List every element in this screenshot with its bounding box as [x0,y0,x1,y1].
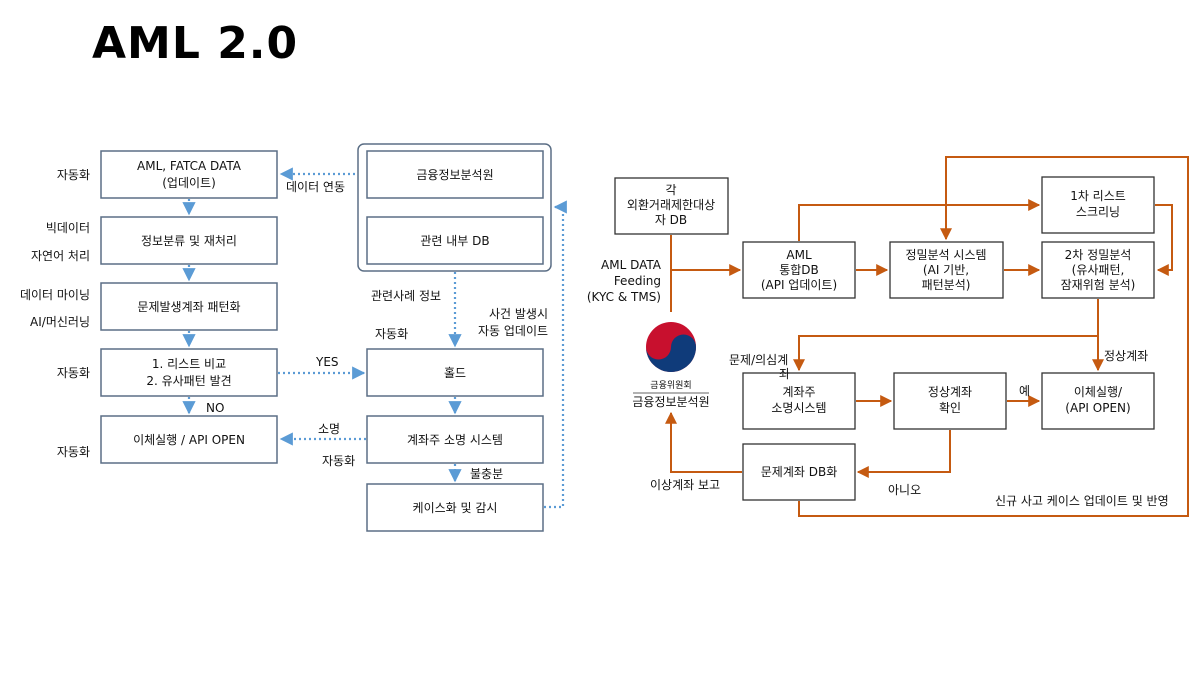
edge-label: 이상계좌 보고 [650,478,720,492]
side-label: 데이터 마이닝 [20,288,90,302]
box-text: 소명시스템 [771,401,826,415]
side-label: 자연어 처리 [31,249,90,263]
edge-label: 자동화 [375,327,408,341]
box-text: (유사패턴, [1072,263,1125,277]
box-text: 자 DB [655,213,687,227]
box-case-monitoring: 케이스화 및 감시 [366,483,544,532]
box-text: 정밀분석 시스템 [905,248,986,262]
side-label: 빅데이터 [46,221,90,235]
box-text: 2. 유사패턴 발견 [146,374,231,388]
edge-label: 사건 발생시 [489,307,548,321]
left-flow: AML, FATCA DATA (업데이트) 정보분류 및 재처리 문제발생계좌… [20,143,567,532]
box-text: 각 [665,183,676,197]
box-list-compare: 1. 리스트 비교 2. 유사패턴 발견 [100,348,278,397]
box-problem-account-pattern: 문제발생계좌 패턴화 [100,282,278,331]
arrow-no-problem-db [856,430,951,478]
edge-label: 자동화 [322,454,355,468]
box-text: 이체실행/ [1074,384,1123,399]
box-transfer-execution: 이체실행/ (API OPEN) [1041,372,1155,430]
arrow-aml-to-first-list [798,199,1041,241]
box-text: 홀드 [444,366,466,380]
arrow-report-abnormal [665,411,742,473]
right-flow: 각 외환거래제한대상 자 DB AML 통합DB (API 업데이트) 정밀분석… [587,156,1189,517]
box-text: 1. 리스트 비교 [152,357,226,371]
edge-label: 정상계좌 [1104,349,1148,363]
box-text: 문제발생계좌 패턴화 [137,300,240,314]
edge-label: 소명 [318,422,340,436]
fiu-logo: 금융위원회 금융정보분석원 [632,322,710,409]
box-text: AML, FATCA DATA [137,159,242,173]
box-problem-account-db: 문제계좌 DB화 [742,443,856,501]
arrow-first-to-second [1155,204,1173,276]
logo-org-small: 금융위원회 [650,380,691,391]
box-first-list-screening: 1차 리스트 스크리닝 [1041,176,1155,234]
box-forex-restricted-db: 각 외환거래제한대상 자 DB [614,177,729,235]
box-text: (업데이트) [162,176,216,190]
box-hold: 홀드 [366,348,544,397]
box-text: 잠재위험 분석) [1061,278,1136,292]
edge-label: 문제/의심계 [729,353,788,367]
edge-label: 신규 사고 케이스 업데이트 및 반영 [995,494,1169,508]
box-fiu: 금융정보분석원 [366,150,544,199]
side-label: AI/머신러닝 [30,315,90,329]
edge-label: Feeding [614,274,661,288]
taegeuk-icon [646,322,696,372]
arrow-event-update [544,200,567,509]
box-aml-integrated-db: AML 통합DB (API 업데이트) [742,241,856,299]
box-text: AML [786,248,812,262]
edge-label: YES [315,355,339,369]
box-text: (AI 기반, [923,263,969,277]
fiu-group-frame [357,143,552,272]
box-text: 계좌주 [782,385,815,399]
box-transfer-api-open: 이체실행 / API OPEN [100,415,278,464]
box-classify-reprocess: 정보분류 및 재처리 [100,216,278,265]
side-label: 자동화 [57,366,90,380]
box-text: 문제계좌 DB화 [761,465,838,479]
box-text: 관련 내부 DB [420,234,489,248]
box-text: 금융정보분석원 [416,168,493,182]
edge-label: (KYC & TMS) [587,290,661,304]
box-text: 계좌주 소명 시스템 [407,433,503,447]
box-text: 패턴분석) [922,278,971,292]
box-text: 통합DB [779,263,819,277]
arrow-new-case-update [798,156,1189,517]
edge-label: 예 [1019,384,1030,398]
edge-label: 데이터 연동 [286,180,345,194]
box-second-precision-analysis: 2차 정밀분석 (유사패턴, 잠재위험 분석) [1041,241,1155,299]
box-normal-account-check: 정상계좌 확인 [893,372,1007,430]
box-text: 2차 정밀분석 [1065,248,1132,262]
box-text: (API OPEN) [1065,401,1130,415]
box-text: 정보분류 및 재처리 [141,234,237,248]
box-text: 외환거래제한대상 [627,198,715,212]
box-text: 정상계좌 [928,385,972,399]
edge-label: 관련사례 정보 [371,289,441,303]
logo-org-main: 금융정보분석원 [632,395,709,409]
box-aml-fatca-data: AML, FATCA DATA (업데이트) [100,150,278,199]
edge-label: 좌 [779,367,790,381]
edge-label: 자동 업데이트 [478,324,548,338]
box-owner-explanation-system: 계좌주 소명 시스템 [366,415,544,464]
box-internal-db: 관련 내부 DB [366,216,544,265]
box-text: 이체실행 / API OPEN [133,432,245,447]
arrow-db-to-aml [670,235,742,276]
page-title: AML 2.0 [92,18,299,69]
edge-label: 아니오 [888,483,921,497]
box-text: 확인 [939,401,961,415]
edge-label: 불충분 [470,467,503,481]
side-label: 자동화 [57,445,90,459]
box-text: 케이스화 및 감시 [413,501,498,515]
side-label: 자동화 [57,168,90,182]
edge-label: NO [206,401,224,415]
box-text: 스크리닝 [1076,205,1120,219]
box-precision-analysis: 정밀분석 시스템 (AI 기반, 패턴분석) [889,241,1004,299]
box-owner-explanation: 계좌주 소명시스템 [742,372,856,430]
arrow-suspicious [793,299,1099,372]
box-text: 1차 리스트 [1070,189,1126,203]
box-text: (API 업데이트) [761,278,837,292]
edge-label: AML DATA [601,258,662,272]
